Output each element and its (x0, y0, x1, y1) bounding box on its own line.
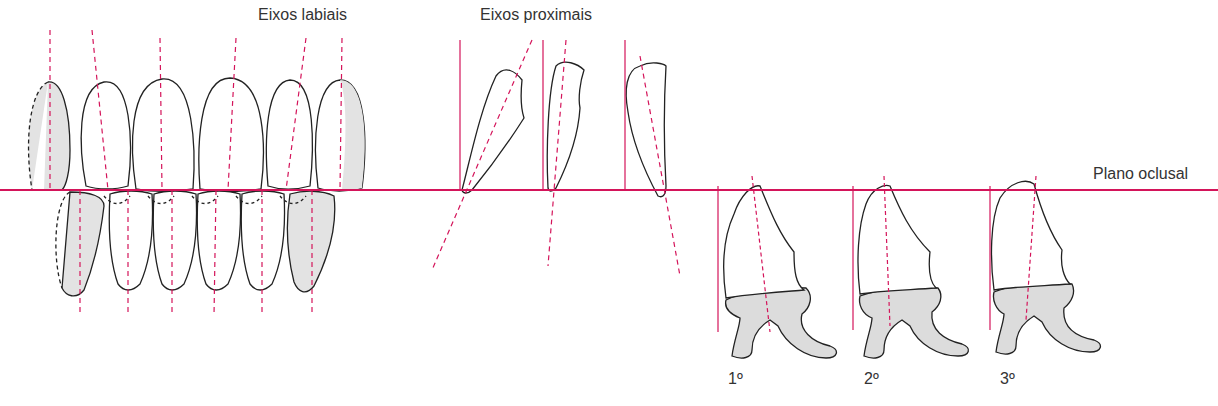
proximal-teeth (462, 62, 666, 197)
contact-dashes (104, 196, 306, 204)
denture-base (993, 283, 1100, 354)
lower-canine-dashed (56, 192, 70, 288)
axis-line (432, 40, 532, 270)
upper-central-incisor (133, 79, 194, 191)
upper-lateral-incisor (266, 80, 312, 189)
lower-incisor (153, 191, 196, 290)
label-text: 3º (1000, 370, 1015, 387)
axis-line (214, 190, 216, 316)
axis-line (340, 38, 342, 190)
lower-incisor (197, 191, 240, 290)
upper-canine-partial (44, 82, 70, 190)
axis-line (548, 40, 566, 266)
axis-line (160, 38, 162, 190)
axis-line (640, 56, 680, 276)
label-text: 2º (864, 370, 879, 387)
reference-line (459, 40, 460, 190)
axis-line (49, 30, 50, 190)
axis-line (752, 176, 770, 332)
axis-line (92, 30, 108, 190)
proximal-incisor (547, 62, 584, 191)
axis-group-label: Eixos labiais (258, 6, 347, 24)
view-number: 3º (1000, 370, 1015, 388)
upper-lateral-incisor (81, 82, 130, 189)
view-number: 1º (728, 370, 743, 388)
lower-incisor (109, 191, 152, 290)
upper-canine-shade (340, 80, 365, 190)
denture-base (726, 288, 837, 358)
upper-canine-outline (48, 82, 70, 190)
plane-label: Plano oclusal (1093, 165, 1188, 183)
axis-group-label: Eixos proximais (480, 6, 592, 24)
denture-base (860, 287, 969, 358)
upper-front-teeth (29, 78, 365, 191)
axis-line (286, 38, 306, 190)
reference-line (624, 40, 625, 190)
proximal-axes (432, 40, 680, 276)
upper-central-incisor (199, 78, 263, 191)
axis-line (171, 190, 172, 316)
proximal-incisor (462, 70, 524, 193)
axis-line (79, 190, 80, 316)
axis-line (311, 190, 312, 316)
proximal-incisor (626, 63, 666, 197)
axis-line (261, 190, 262, 316)
reference-line (852, 186, 853, 330)
label-text: Eixos labiais (258, 6, 347, 23)
reference-line (717, 186, 718, 332)
posterior-tooth (858, 186, 936, 294)
axis-line (884, 176, 890, 326)
axis-line (127, 190, 128, 316)
posterior-axes (718, 176, 1036, 332)
reference-line (542, 40, 543, 190)
lower-canine (287, 191, 334, 292)
lower-front-teeth (56, 191, 335, 296)
label-text: 1º (728, 370, 743, 387)
upper-canine-dashed (29, 82, 48, 190)
axis-line (228, 38, 236, 190)
axis-line (1026, 176, 1036, 320)
posterior-tooth (992, 181, 1070, 290)
lower-incisor (241, 191, 284, 290)
occlusal-plane (0, 189, 1218, 191)
labial-axes (50, 30, 342, 316)
label-text: Eixos proximais (480, 6, 592, 23)
label-text: Plano oclusal (1093, 165, 1188, 182)
reference-line (989, 186, 990, 330)
lower-canine-partial (62, 192, 104, 296)
view-number: 2º (864, 370, 879, 388)
lower-posterior-views (724, 181, 1101, 358)
